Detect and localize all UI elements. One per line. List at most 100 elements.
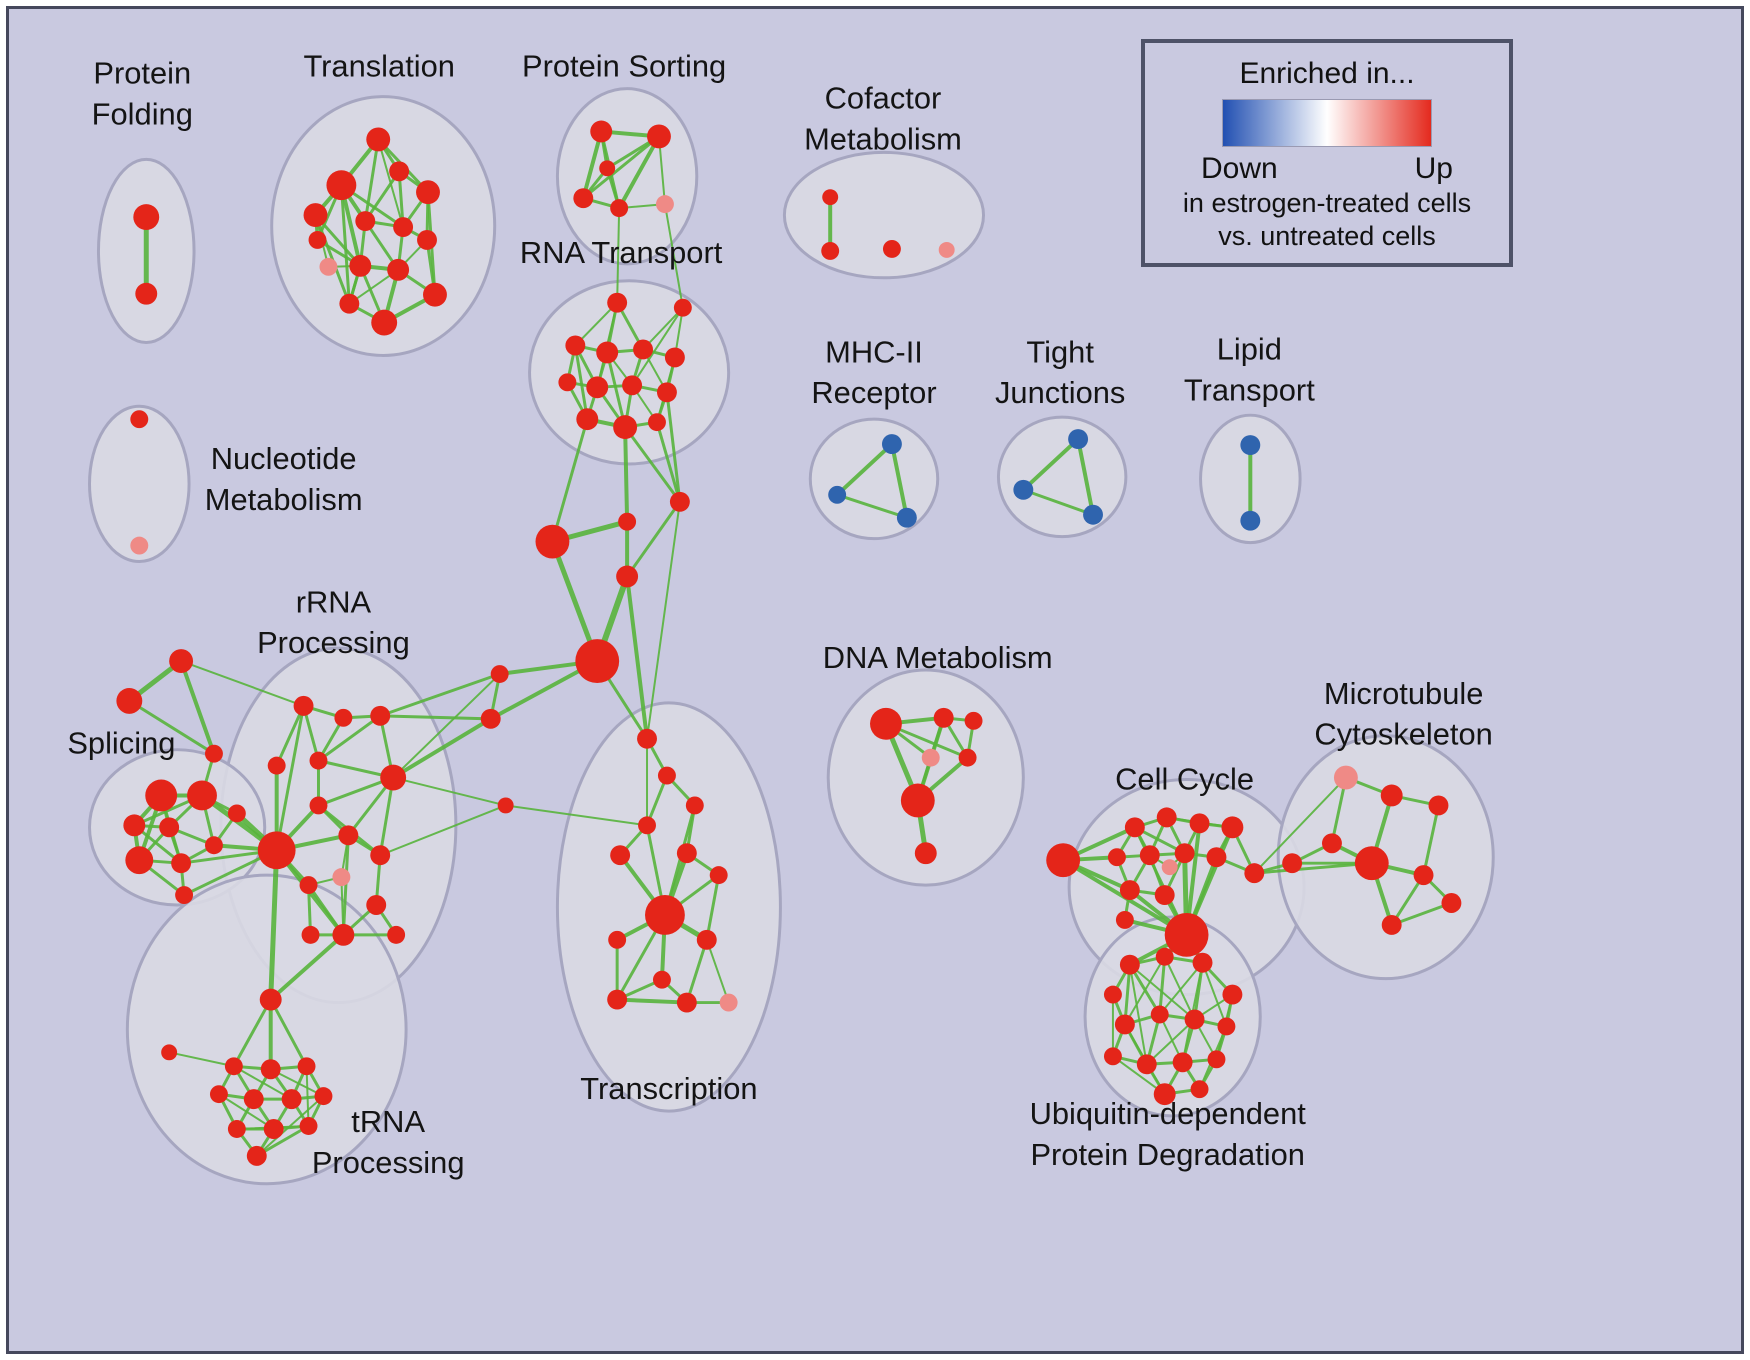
network-edge	[232, 998, 273, 1068]
network-edge	[379, 804, 507, 857]
network-edge	[1021, 437, 1081, 492]
network-node-81	[299, 876, 318, 895]
cluster-ellipse-nucleotide-metabolism	[88, 404, 191, 564]
network-node-115	[964, 711, 983, 730]
network-node-77	[309, 796, 328, 815]
network-node-118	[900, 783, 935, 818]
network-node-108	[696, 929, 717, 950]
network-node-3	[326, 170, 357, 201]
network-edge	[127, 699, 216, 756]
network-node-122	[1156, 807, 1177, 828]
network-edge	[341, 833, 350, 937]
network-node-62	[187, 780, 217, 811]
network-node-99	[637, 728, 657, 749]
network-node-67	[204, 836, 223, 855]
network-node-9	[417, 230, 437, 250]
network-node-133	[1164, 912, 1209, 957]
network-node-10	[319, 257, 338, 276]
cluster-ellipse-mhc-ii-receptor	[808, 417, 940, 541]
network-node-6	[416, 180, 440, 205]
network-edge	[275, 704, 306, 852]
legend-up-label: Up	[1414, 152, 1453, 185]
network-node-76	[257, 831, 296, 870]
network-node-151	[1184, 1009, 1205, 1030]
network-node-80	[370, 845, 391, 866]
network-node-149	[1114, 1014, 1135, 1035]
network-node-111	[676, 992, 697, 1013]
network-node-12	[387, 258, 410, 281]
network-node-53	[1083, 504, 1103, 525]
network-edge	[625, 574, 650, 741]
network-edge	[581, 134, 661, 200]
network-edge	[663, 203, 684, 309]
network-edge	[550, 417, 589, 544]
network-edge	[625, 500, 682, 578]
network-node-117	[958, 748, 977, 767]
network-node-34	[586, 376, 609, 399]
network-node-129	[1161, 859, 1178, 876]
network-node-88	[224, 1057, 243, 1076]
network-edge	[316, 714, 382, 763]
network-node-35	[622, 375, 643, 396]
network-edge	[617, 134, 661, 211]
network-node-29	[565, 335, 586, 356]
network-node-71	[334, 708, 353, 727]
cluster-label-rna-transport: RNA Transport	[520, 235, 723, 270]
network-node-127	[1174, 843, 1195, 864]
network-edge	[392, 673, 501, 779]
network-edge	[631, 306, 684, 387]
network-edge	[1123, 955, 1166, 1026]
network-node-19	[573, 188, 594, 209]
network-edge	[1253, 776, 1347, 875]
network-node-157	[1153, 1083, 1176, 1106]
network-edge	[377, 138, 405, 229]
network-edge	[392, 776, 507, 807]
network-node-83	[332, 923, 355, 946]
network-node-110	[607, 989, 628, 1010]
network-node-63	[123, 814, 146, 837]
network-edge	[1158, 961, 1204, 1016]
network-node-37	[576, 408, 599, 431]
cluster-label-dna-metabolism: DNA Metabolism	[823, 640, 1053, 675]
network-edge	[1252, 861, 1374, 875]
network-node-135	[1333, 765, 1358, 790]
network-node-94	[314, 1087, 333, 1106]
network-edge	[1158, 955, 1167, 1016]
network-edge	[1128, 963, 1148, 1066]
network-edge	[378, 776, 395, 857]
network-node-60	[204, 744, 223, 763]
network-node-7	[355, 211, 376, 232]
network-edge	[391, 716, 493, 780]
legend-caption-line1: in estrogen-treated cells	[1182, 188, 1472, 218]
network-edge	[1021, 488, 1095, 517]
network-edge	[255, 1124, 311, 1158]
network-edge	[835, 493, 909, 520]
network-edge	[275, 704, 306, 768]
network-node-27	[607, 292, 628, 313]
network-node-68	[227, 804, 246, 823]
network-edge	[1201, 961, 1228, 1028]
network-edge	[705, 873, 721, 942]
network-node-15	[371, 309, 398, 336]
network-node-5	[389, 161, 410, 182]
network-node-101	[685, 796, 704, 815]
network-edge	[180, 660, 305, 707]
network-node-156	[1207, 1050, 1226, 1069]
network-node-137	[1428, 795, 1449, 816]
network-edge	[316, 776, 395, 807]
network-node-138	[1322, 833, 1342, 854]
network-node-109	[652, 970, 671, 989]
network-node-112	[719, 993, 738, 1012]
cluster-label-transcription: Transcription	[580, 1071, 757, 1106]
network-node-75	[380, 764, 407, 791]
network-node-30	[596, 341, 619, 364]
network-node-4	[303, 203, 328, 228]
network-edge	[232, 1065, 293, 1101]
network-node-22	[599, 160, 616, 177]
network-node-95	[227, 1120, 246, 1138]
network-node-42	[535, 524, 570, 559]
